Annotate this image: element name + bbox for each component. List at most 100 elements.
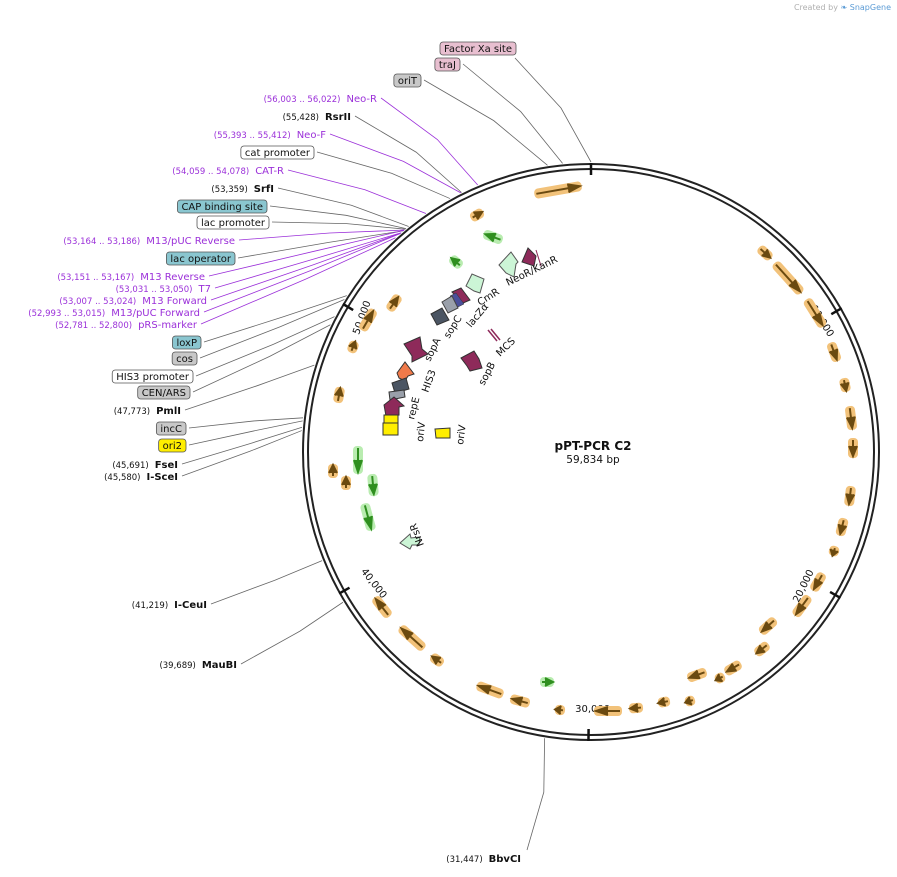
annotation-label[interactable]: BbvCI(31,447) — [446, 854, 521, 865]
annotation-label[interactable]: pRS-marker(52,781 .. 52,800) — [55, 320, 198, 331]
green-orf-arrow[interactable] — [540, 677, 556, 687]
annotation-label[interactable]: MauBI(39,689) — [159, 660, 237, 671]
enzyme-name: SrfI — [254, 184, 274, 195]
orf-arrow[interactable] — [328, 462, 338, 478]
orf-arrow[interactable] — [397, 624, 427, 653]
annotation-label[interactable]: T7(53,031 .. 53,050) — [116, 284, 211, 295]
orf-arrow[interactable] — [756, 244, 775, 262]
orf-arrow[interactable] — [791, 593, 813, 618]
orf-arrow[interactable] — [371, 594, 394, 619]
orf-arrow[interactable] — [385, 293, 404, 313]
leader-line — [203, 295, 347, 343]
leader-line — [181, 430, 302, 477]
lacz-alpha-feature[interactable] — [449, 287, 471, 308]
leader-line — [195, 316, 335, 377]
feature-label[interactable]: sopA — [423, 336, 444, 363]
primer-name: Neo-R — [347, 94, 378, 105]
annotation-label[interactable]: incC — [155, 421, 187, 436]
annotation-label[interactable]: HIS3 promoter — [111, 369, 194, 384]
orf-arrow[interactable] — [723, 659, 744, 677]
orf-arrow[interactable] — [802, 297, 827, 329]
orf-arrow[interactable] — [826, 341, 842, 363]
orf-arrow[interactable] — [341, 474, 351, 490]
annotation-label[interactable]: loxP — [172, 335, 202, 350]
annotation-label[interactable]: PmlI(47,773) — [114, 406, 181, 417]
annotation-label[interactable]: M13 Forward(53,007 .. 53,024) — [59, 296, 207, 307]
orf-arrow[interactable] — [533, 181, 583, 199]
orf-arrow[interactable] — [771, 260, 805, 296]
feature-label[interactable]: oriV — [415, 421, 428, 442]
orf-arrow[interactable] — [333, 385, 346, 404]
enzyme-name: PmlI — [156, 406, 181, 417]
sopb-feature[interactable] — [460, 350, 483, 372]
orf-arrow[interactable] — [509, 694, 531, 709]
annotation-label[interactable]: CAT-R(54,059 .. 54,078) — [172, 166, 284, 177]
orf-arrow[interactable] — [809, 571, 828, 593]
annotation-label[interactable]: traJ — [434, 57, 461, 72]
green-orf-arrow[interactable] — [447, 254, 464, 271]
feature-label[interactable]: repE — [406, 396, 422, 421]
orf-arrow[interactable] — [428, 652, 445, 668]
annotation-label[interactable]: oriT — [393, 73, 422, 88]
green-orf-arrow[interactable] — [367, 473, 379, 497]
orf-arrow[interactable] — [627, 702, 644, 714]
oriv-feature[interactable] — [382, 414, 451, 439]
orf-arrow[interactable] — [828, 545, 841, 558]
feature-label[interactable]: oriV — [455, 424, 469, 445]
orf-arrow[interactable] — [346, 339, 360, 355]
green-orf-arrow[interactable] — [353, 446, 363, 476]
annotation-label[interactable]: cat promoter — [240, 145, 315, 160]
sopc-feature[interactable] — [430, 295, 459, 326]
annotation-label[interactable]: lac promoter — [196, 215, 270, 230]
annotation-label[interactable]: cos — [171, 351, 198, 366]
his3-feature[interactable] — [388, 361, 415, 401]
credit-brand: SnapGene — [849, 3, 891, 12]
annotation-label[interactable]: Neo-R (56,003 .. 56,022) — [264, 94, 377, 105]
annotation-label[interactable]: Neo-F(55,393 .. 55,412) — [214, 130, 326, 141]
orf-arrow[interactable] — [656, 696, 671, 708]
sopa-feature[interactable] — [403, 336, 429, 363]
orf-arrow[interactable] — [683, 695, 697, 708]
feature-tag-box — [172, 335, 202, 350]
nrsr-feature[interactable] — [399, 533, 421, 550]
orf-arrow[interactable] — [757, 616, 779, 637]
annotation-label[interactable]: SrfI(53,359) — [211, 184, 274, 195]
features — [328, 181, 858, 716]
green-orf-arrow[interactable] — [482, 229, 504, 245]
annotation-label[interactable]: lac operator — [166, 251, 236, 266]
leader-line — [237, 230, 404, 259]
orf-arrow[interactable] — [686, 667, 708, 683]
site-position: (56,003 .. 56,022) — [264, 95, 341, 105]
annotation-label[interactable]: M13 Reverse(53,151 .. 53,167) — [57, 272, 205, 283]
annotation-label[interactable]: I-CeuI(41,219) — [132, 600, 207, 611]
orf-arrow[interactable] — [553, 704, 566, 716]
orf-arrow[interactable] — [468, 207, 485, 223]
orf-arrow[interactable] — [845, 405, 858, 431]
orf-arrow[interactable] — [839, 377, 852, 394]
orf-arrow[interactable] — [358, 307, 379, 333]
repe-feature[interactable] — [383, 396, 406, 417]
orf-arrow[interactable] — [835, 517, 849, 537]
annotation-label[interactable]: CEN/ARS — [137, 385, 191, 400]
annotation-label[interactable]: M13/pUC Reverse(53,164 .. 53,186) — [63, 236, 235, 247]
orf-arrow[interactable] — [844, 485, 856, 507]
annotation-label[interactable]: ori2 — [158, 438, 187, 453]
orf-arrow[interactable] — [475, 681, 505, 700]
green-orf-arrow[interactable] — [360, 502, 377, 532]
annotation-label[interactable]: CAP binding site — [177, 199, 268, 214]
annotation-label[interactable]: I-SceI(45,580) — [104, 472, 178, 483]
orf-arrow[interactable] — [848, 438, 858, 459]
orf-arrow[interactable] — [592, 706, 622, 716]
annotation-label[interactable]: FseI(45,691) — [112, 460, 178, 471]
mcs-feature[interactable] — [487, 328, 501, 342]
neor-kanr-feature[interactable] — [498, 247, 542, 278]
annotation-label[interactable]: M13/pUC Forward(52,993 .. 53,015) — [28, 308, 200, 319]
cmr-feature[interactable] — [465, 273, 485, 294]
feature-label[interactable]: lacZα — [465, 301, 492, 330]
orf-arrow[interactable] — [713, 671, 726, 684]
feature-label[interactable]: MCS — [494, 336, 517, 359]
annotation-label[interactable]: RsrII(55,428) — [283, 112, 351, 123]
feature-label[interactable]: HIS3 — [420, 368, 438, 394]
annotation-label[interactable]: Factor Xa site — [439, 41, 517, 56]
orf-arrow[interactable] — [753, 640, 772, 658]
